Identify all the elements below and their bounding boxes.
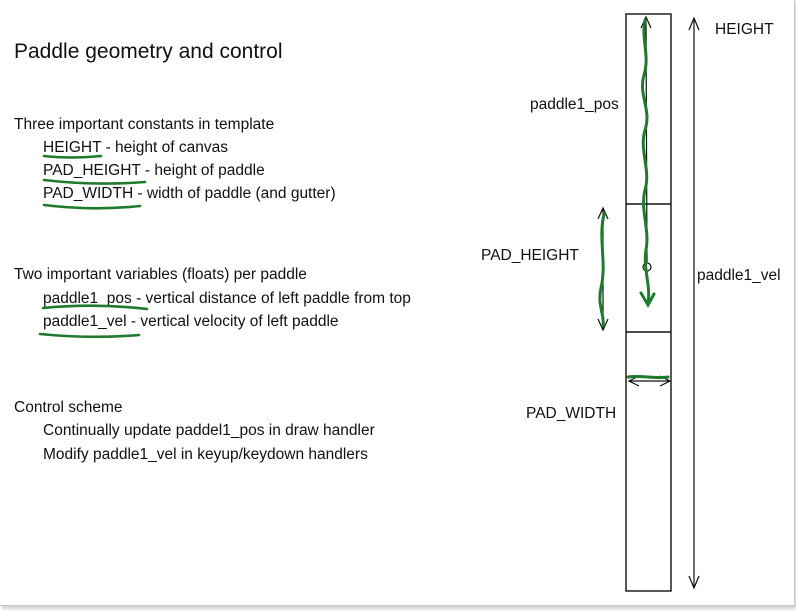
constant-name: HEIGHT [43,139,102,156]
green-annotations [598,18,670,380]
label-paddle1-pos: paddle1_pos [530,96,619,113]
gutter-column [625,13,672,592]
constant-height: HEIGHT - height of canvas [43,138,228,158]
constant-desc: - height of paddle [140,162,265,179]
pos-scribble-arrowhead [639,291,656,309]
constant-pad-width: PAD_WIDTH - width of paddle (and gutter) [43,184,336,204]
slide-title: Paddle geometry and control [14,40,283,63]
label-height: HEIGHT [715,21,774,38]
variable-desc: - vertical distance of left paddle from … [131,290,411,307]
underline-pad-height [42,178,147,185]
variable-name: paddle1_pos [43,290,132,307]
variable-paddle1-vel: paddle1_vel - vertical velocity of left … [43,312,339,332]
underline-paddle1-pos [41,304,149,311]
control-heading: Control scheme [14,399,123,416]
constant-name: PAD_HEIGHT [43,162,141,179]
variable-name: paddle1_vel [43,313,127,330]
pad-height-scribble [598,212,606,328]
constants-heading: Three important constants in template [14,116,275,133]
underline-paddle1-vel [38,332,141,339]
label-pad-height: PAD_HEIGHT [481,247,579,264]
constant-desc: - width of paddle (and gutter) [133,185,336,202]
underline-height [42,154,103,159]
canvas-gutter-rect [625,13,672,592]
constant-name: PAD_WIDTH [43,185,134,202]
label-pad-width: PAD_WIDTH [526,405,617,422]
constant-desc: - height of canvas [101,139,228,156]
label-paddle1-vel: paddle1_vel [697,267,781,284]
text-underlines [38,154,149,339]
pos-scribble [641,18,651,305]
control-item: Continually update paddel1_pos in draw h… [43,422,375,439]
control-item: Modify paddle1_vel in keyup/keydown hand… [43,446,368,463]
variable-paddle1-pos: paddle1_pos - vertical distance of left … [43,289,411,309]
pad-width-scribble [626,374,670,380]
constant-pad-height: PAD_HEIGHT - height of paddle [43,161,265,181]
height-arrow [688,16,700,590]
variable-desc: - vertical velocity of left paddle [126,313,339,330]
underline-pad-width [42,203,142,210]
variables-heading: Two important variables (floats) per pad… [14,266,307,283]
